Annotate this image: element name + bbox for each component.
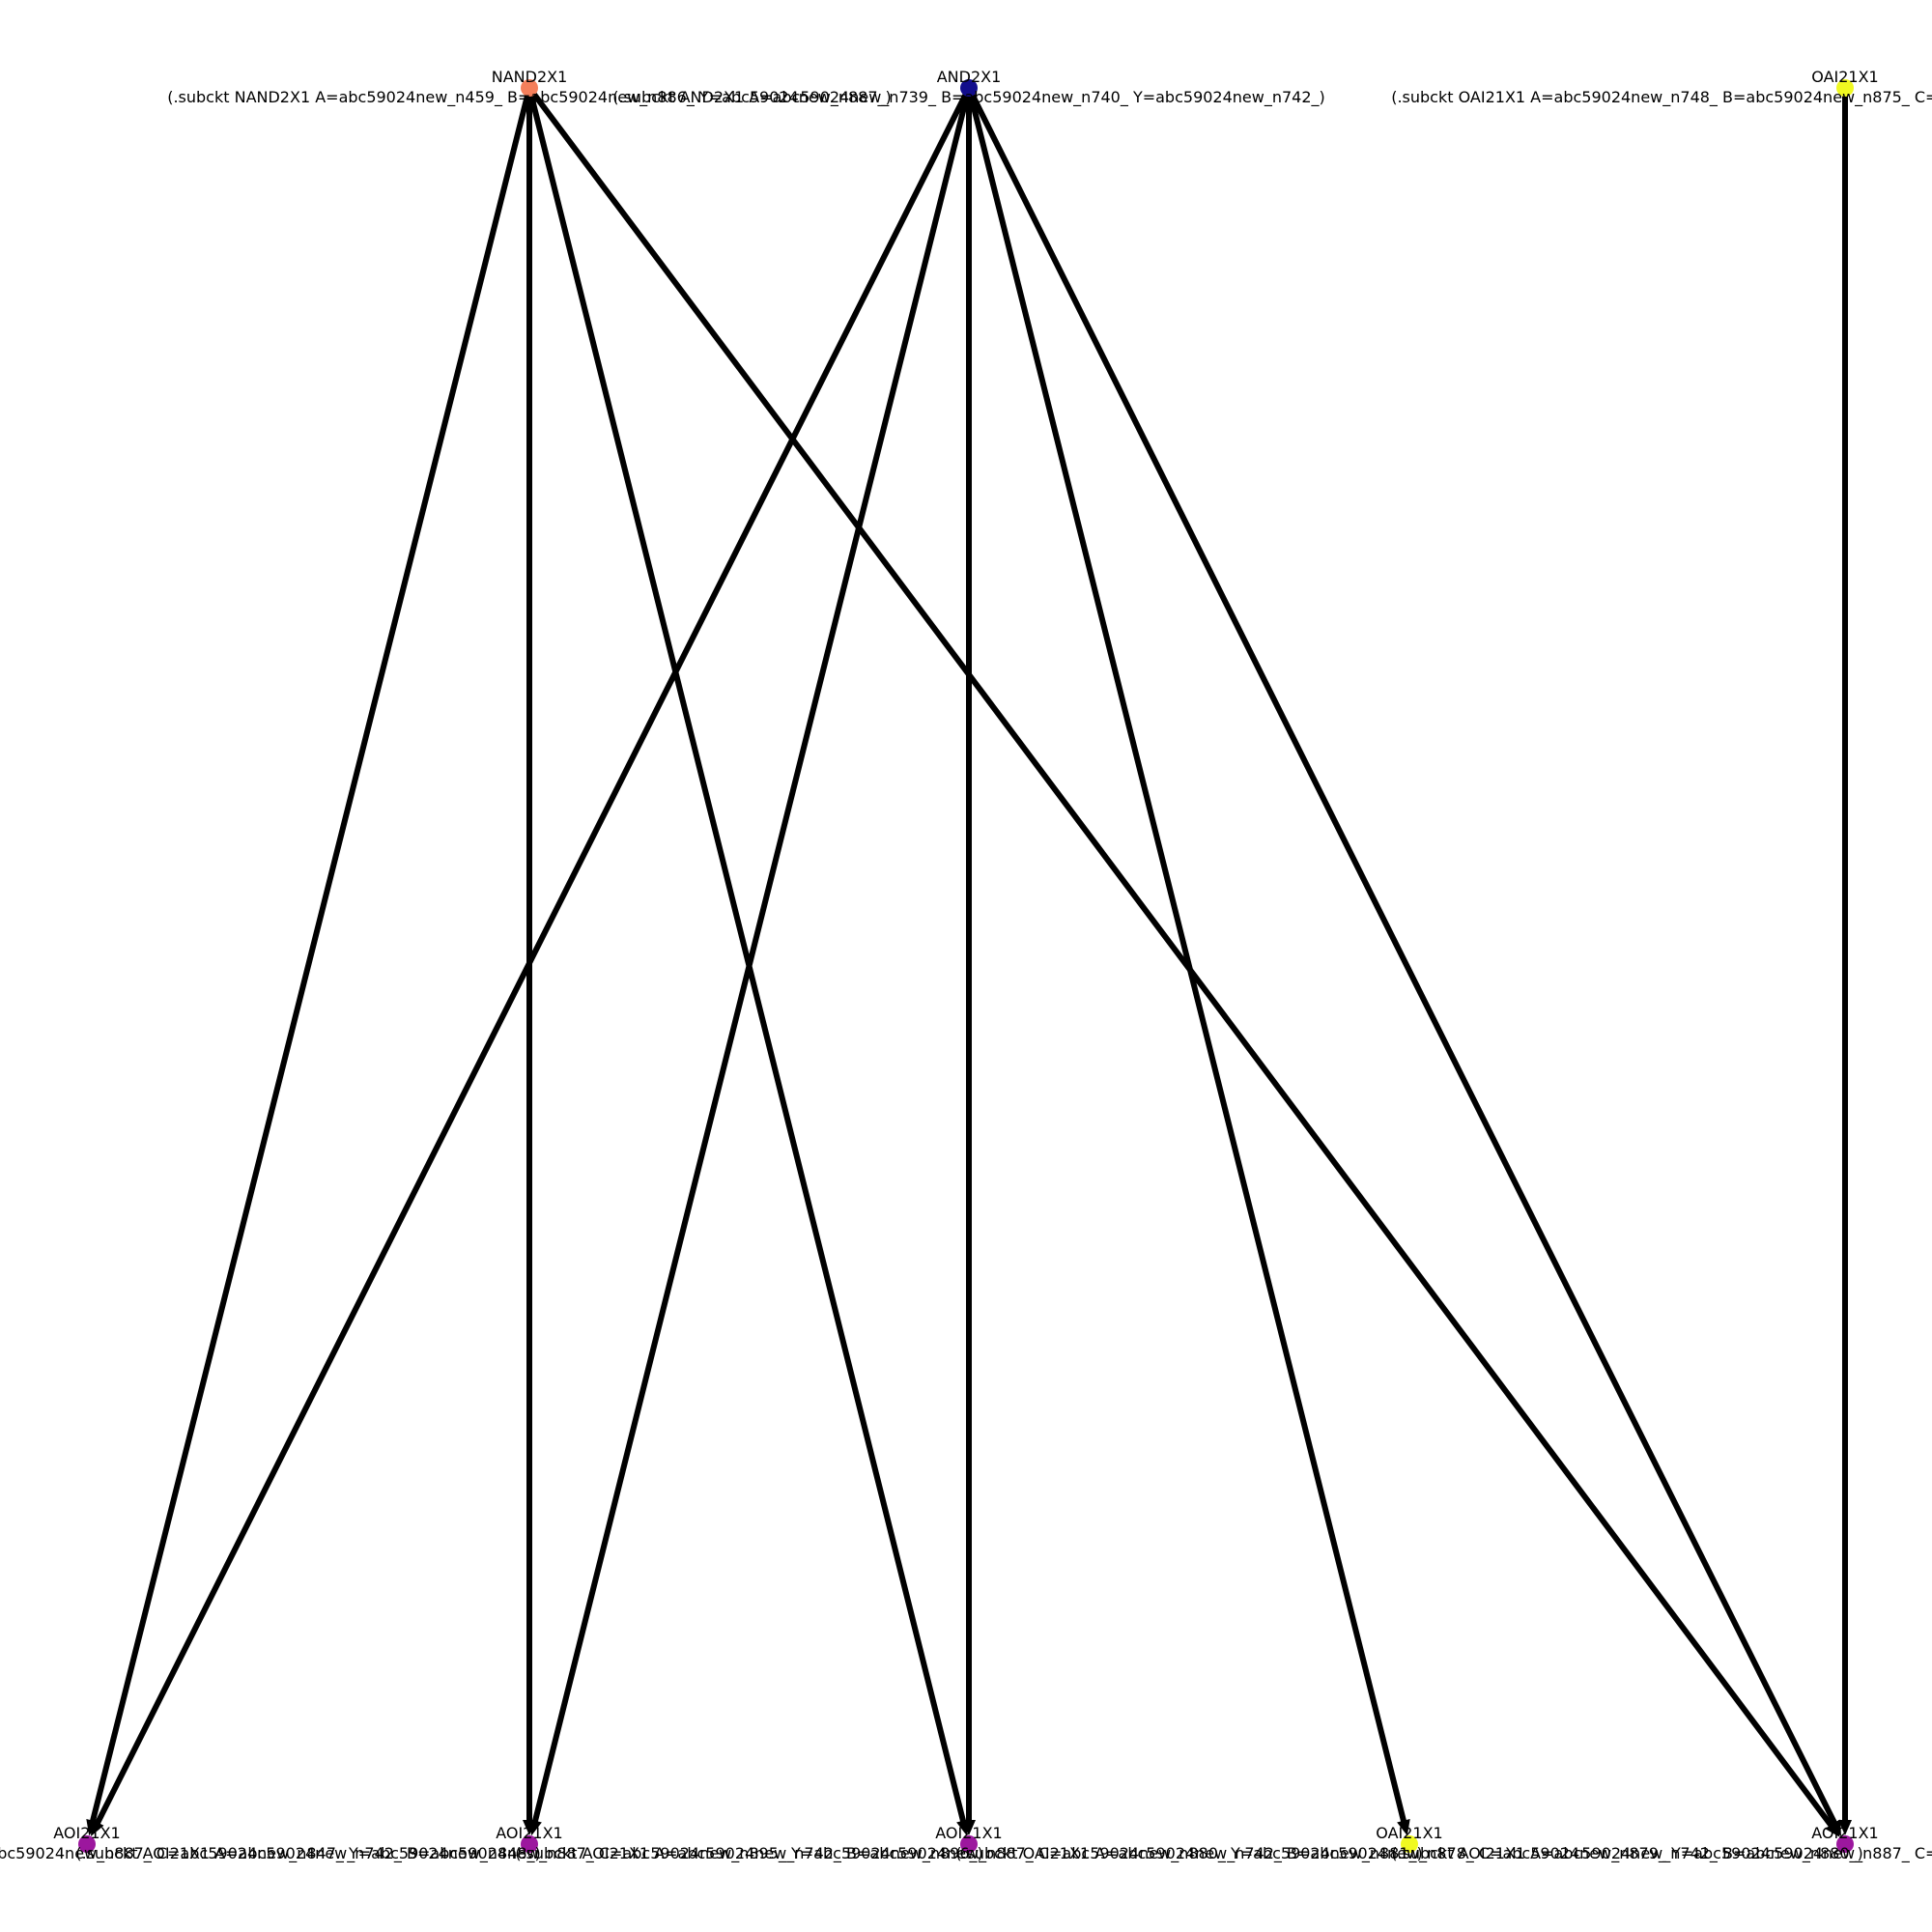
node-nand2x1[interactable] xyxy=(521,79,538,97)
node-desc-label: (.subckt OAI21X1 A=abc59024new_n748_ B=a… xyxy=(1391,88,1932,107)
edge-and2x1-to-aoi21x1_a xyxy=(95,85,972,1826)
node-desc-label: (.subckt OAI21X1 A=abc59024new_n742_ B=a… xyxy=(955,1844,1863,1863)
labels-layer: NAND2X1 (.subckt NAND2X1 A=abc59024new_n4… xyxy=(0,68,1932,1863)
node-type-label: AND2X1 xyxy=(937,68,1002,86)
node-desc-label: (.subckt AOI21X1 A=abc59024new_n742_ B=a… xyxy=(1391,1844,1932,1863)
node-type-label: AOI21X1 xyxy=(1811,1824,1878,1842)
arrow-head-icon xyxy=(91,1819,104,1836)
edges-layer xyxy=(86,85,1852,1837)
node-aoi21x1_a[interactable] xyxy=(78,1835,96,1853)
edge-nand2x1-to-aoi21x1_a xyxy=(90,85,532,1824)
edge-and2x1-to-oai21x1_bottom xyxy=(966,85,1406,1824)
node-desc-label: (.subckt NAND2X1 A=abc59024new_n459_ B=a… xyxy=(167,88,892,107)
node-aoi21x1_b[interactable] xyxy=(521,1835,538,1853)
node-desc-label: (.subckt AOI21X1 A=abc59024new_n742_ B=a… xyxy=(0,1844,541,1863)
arrow-head-icon xyxy=(962,1820,976,1835)
node-and2x1[interactable] xyxy=(960,79,978,97)
arrow-head-icon xyxy=(528,1819,542,1836)
node-desc-label: (.subckt AOI21X1 A=abc59024new_n742_ B=a… xyxy=(75,1844,983,1863)
node-type-label: AOI21X1 xyxy=(496,1824,562,1842)
node-oai21x1_top[interactable] xyxy=(1836,79,1854,97)
node-type-label: NAND2X1 xyxy=(492,68,568,86)
arrow-head-icon xyxy=(1838,1820,1852,1835)
edge-nand2x1-to-aoi21x1_d xyxy=(526,85,1834,1828)
node-desc-label: (.subckt AND2X1 A=abc59024new_n739_ B=ab… xyxy=(612,88,1325,107)
edge-nand2x1-to-aoi21x1_c xyxy=(526,85,966,1824)
node-desc-label: (.subckt AOI21X1 A=abc59024new_n742_ B=a… xyxy=(515,1844,1423,1863)
arrow-head-icon xyxy=(1397,1819,1410,1836)
node-type-label: OAI21X1 xyxy=(1811,68,1878,86)
node-aoi21x1_d[interactable] xyxy=(1836,1835,1854,1853)
nodes-layer xyxy=(78,79,1854,1853)
node-type-label: OAI21X1 xyxy=(1376,1824,1442,1842)
edge-and2x1-to-aoi21x1_b xyxy=(532,85,972,1824)
node-type-label: AOI21X1 xyxy=(935,1824,1002,1842)
node-aoi21x1_c[interactable] xyxy=(960,1835,978,1853)
arrow-head-icon xyxy=(1828,1819,1841,1836)
node-type-label: AOI21X1 xyxy=(53,1824,120,1842)
edge-and2x1-to-aoi21x1_d xyxy=(966,85,1837,1826)
node-oai21x1_bottom[interactable] xyxy=(1401,1835,1418,1853)
